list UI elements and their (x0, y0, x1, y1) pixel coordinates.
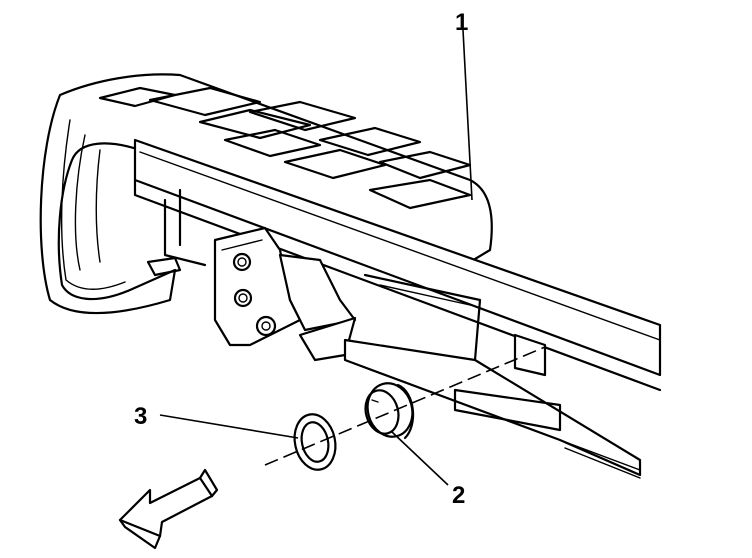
part-3-ring (293, 413, 337, 471)
callout-1: 1 (455, 9, 468, 36)
lower-rail (343, 273, 642, 479)
front-direction-arrow-icon (118, 468, 219, 550)
leader-3 (159, 414, 299, 439)
bumper-bar (133, 138, 662, 392)
callout-3: 3 (134, 403, 147, 430)
mounting-bracket (146, 226, 357, 362)
leader-2 (391, 431, 449, 486)
bolt-3 (255, 315, 277, 337)
leader-1 (462, 29, 473, 201)
assembly-axis-line (264, 346, 546, 466)
bolt-2 (233, 288, 253, 308)
callout-2: 2 (452, 482, 465, 509)
bolt-1 (232, 252, 252, 272)
bumper-end-cap (39, 73, 493, 315)
part-2-plug (364, 382, 415, 440)
